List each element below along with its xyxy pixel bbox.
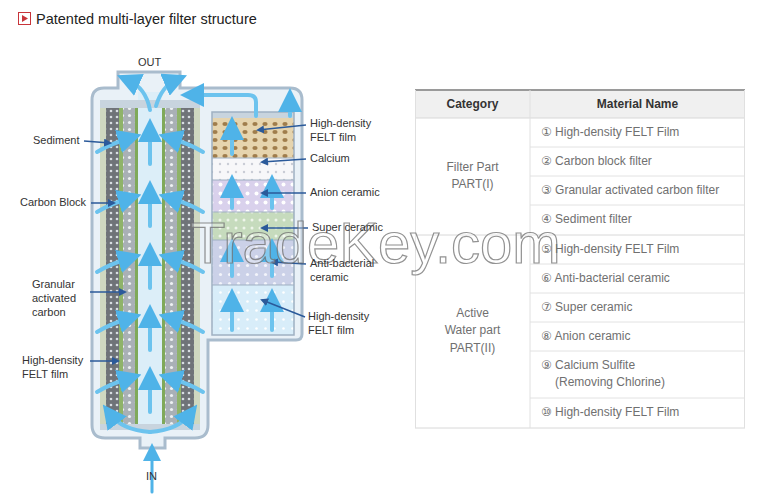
- table-header: Category: [415, 97, 530, 112]
- water-flow-arrows: [230, 186, 234, 208]
- water-flow-arrows: [230, 128, 234, 154]
- part-label: Anion ceramic: [310, 186, 380, 200]
- water-flow-arrows: [148, 316, 152, 350]
- port-label: IN: [146, 470, 157, 484]
- material-table-grid: [415, 118, 745, 428]
- water-flow-arrows: [150, 414, 190, 432]
- material-table-grid: [530, 147, 745, 398]
- title-icon: [22, 15, 28, 22]
- active-water-column: [212, 180, 294, 212]
- water-flow-arrows: [110, 414, 150, 432]
- water-flow-arrows: [288, 100, 292, 116]
- category-cell: Active Water part PART(II): [440, 305, 506, 357]
- water-flow-arrows: [128, 80, 150, 110]
- title-icon: [19, 13, 31, 25]
- material-cell: ② Carbon block filter: [541, 153, 741, 170]
- water-flow-arrows: [170, 378, 203, 392]
- leader-lines: [91, 202, 114, 204]
- leader-lines: [262, 159, 306, 162]
- part-label: High-density FELT film: [310, 117, 382, 145]
- part-label: Carbon Block: [20, 196, 86, 210]
- main-cartridge: [100, 424, 200, 430]
- water-flow-arrows: [156, 80, 176, 106]
- water-flow-arrows: [97, 80, 290, 492]
- leader-lines: [262, 300, 305, 317]
- leader-lines: [90, 360, 118, 362]
- water-flow-arrows: [148, 192, 152, 226]
- material-table-grid: [415, 89, 745, 91]
- part-label: Super ceramic: [312, 221, 383, 235]
- material-table-grid: [415, 90, 745, 118]
- material-cell: ③ Granular activated carbon filter: [541, 182, 741, 199]
- active-water-column: [212, 285, 294, 335]
- part-label: Anti-bacterial ceramic: [310, 257, 390, 285]
- title-icon: [19, 13, 31, 25]
- water-flow-arrows: [97, 318, 130, 332]
- part-label: Granular activated carbon: [32, 278, 88, 319]
- water-flow-arrows: [148, 378, 152, 412]
- category-cell: Filter Part PART(I): [433, 159, 513, 194]
- leader-lines: [262, 192, 306, 194]
- part-label: High-density FELT film: [308, 310, 380, 338]
- main-cartridge: [138, 92, 162, 426]
- material-cell: ⑩ High-density FELT Film: [541, 404, 741, 421]
- material-cell: ⑥ Anti-bacterial ceramic: [541, 270, 741, 287]
- water-flow-arrows: [192, 95, 256, 116]
- table-header: Material Name: [530, 97, 745, 112]
- water-flow-arrows: [148, 254, 152, 288]
- port-label: OUT: [138, 56, 161, 70]
- water-flow-arrows: [170, 198, 203, 212]
- main-cartridge: [100, 104, 200, 428]
- water-flow-arrows: [230, 300, 234, 330]
- part-label: High-density FELT film: [22, 354, 94, 382]
- material-cell: ⑦ Super ceramic: [541, 299, 741, 316]
- leader-lines: [258, 125, 306, 130]
- water-flow-arrows: [170, 138, 203, 152]
- water-flow-arrows: [97, 138, 130, 152]
- water-flow-arrows: [148, 130, 152, 164]
- part-label: Calcium: [310, 152, 350, 166]
- material-cell: ⑨ Calcium Sulfite (Removing Chlorine): [541, 357, 695, 392]
- water-flow-arrows: [97, 198, 130, 212]
- water-flow-arrows: [97, 378, 130, 392]
- diagram-title: Patented multi-layer filter structure: [36, 10, 257, 28]
- leader-lines: [84, 141, 110, 143]
- material-cell: ⑧ Anion ceramic: [541, 328, 741, 345]
- material-cell: ④ Sediment filter: [541, 211, 741, 228]
- water-flow-arrows: [170, 318, 203, 332]
- material-cell: ⑤ High-density FELT Film: [541, 241, 741, 258]
- active-water-column: [212, 112, 294, 118]
- main-cartridge: [106, 108, 194, 424]
- material-cell: ① High-density FELT Film: [541, 124, 741, 141]
- water-flow-arrows: [97, 258, 130, 272]
- part-label: Sediment: [33, 134, 79, 148]
- water-flow-arrows: [270, 186, 274, 208]
- active-water-column: [212, 118, 294, 158]
- leader-lines: [90, 291, 125, 293]
